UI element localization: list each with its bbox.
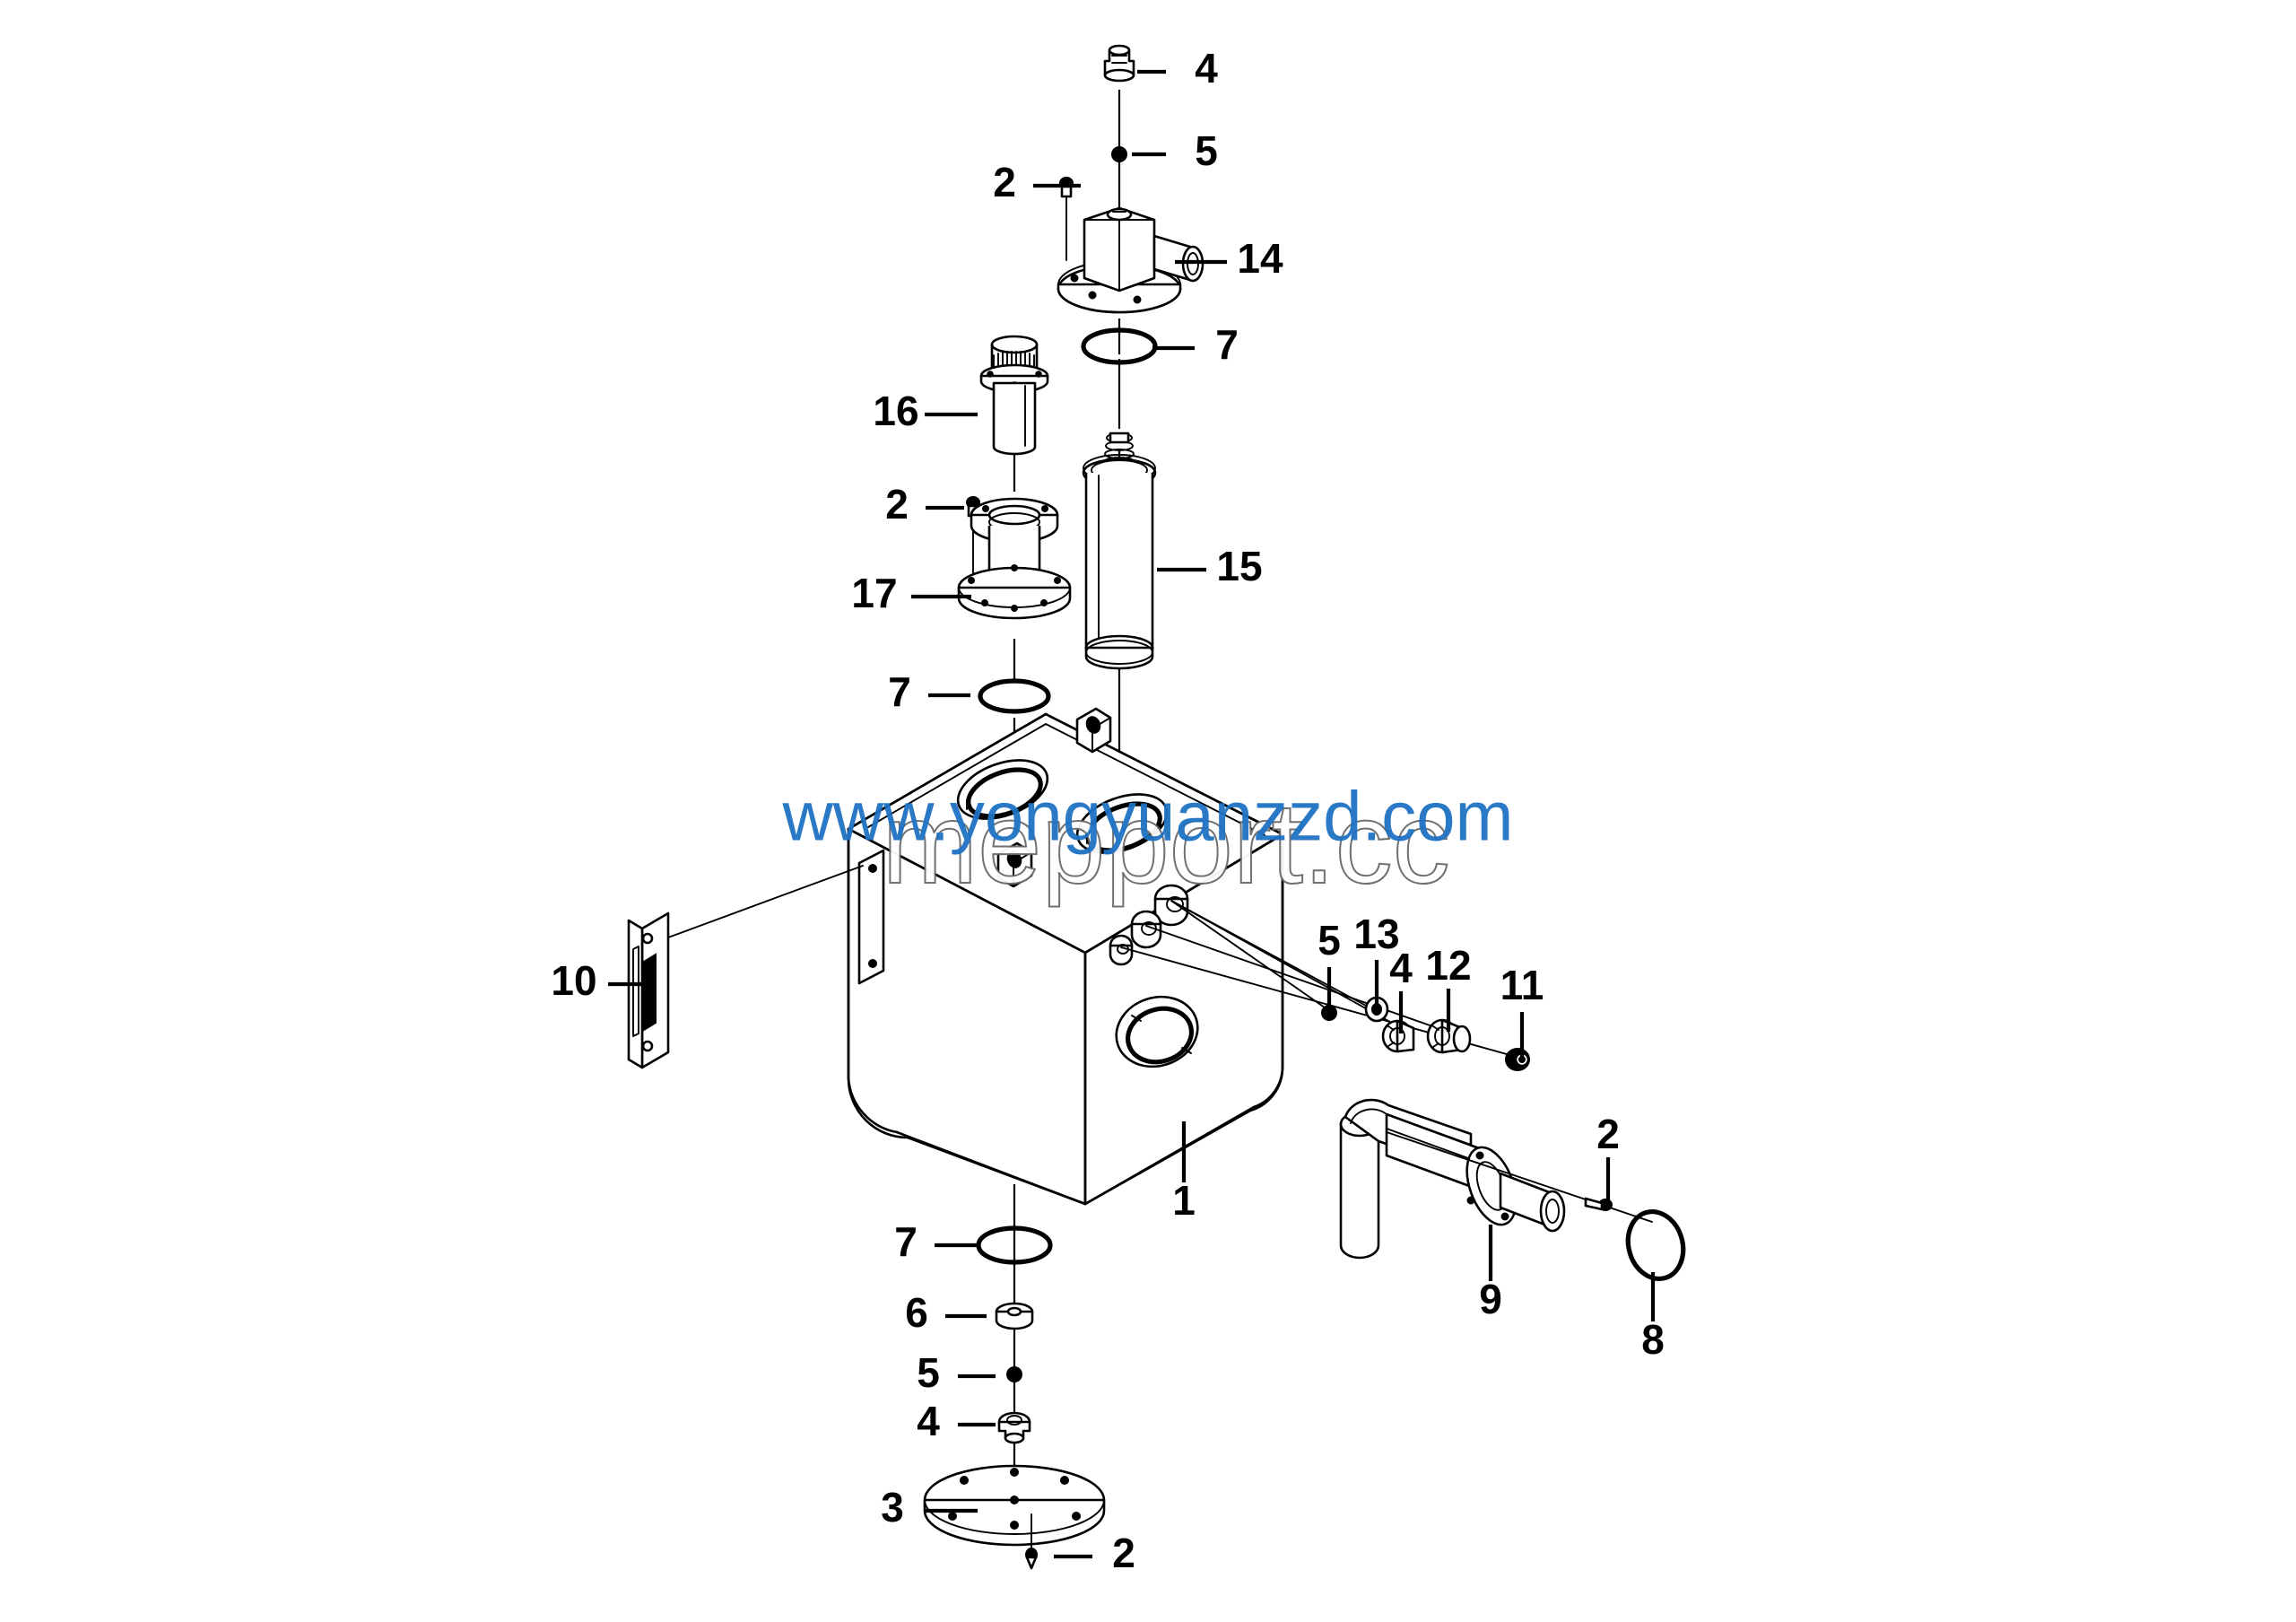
- fitting-11-socket: [1109, 934, 1134, 966]
- callout-number: 2: [993, 159, 1016, 205]
- callout-number: 6: [905, 1289, 928, 1336]
- callout-5-ball: 5: [1318, 917, 1341, 1012]
- callout-number: 4: [1195, 45, 1218, 92]
- callout-number: 2: [885, 481, 909, 528]
- callout-6-washer-spacer: 6: [905, 1289, 987, 1336]
- part-9-suction-pipe-flange: [1339, 1098, 1653, 1260]
- callout-4-plug-screw: 4: [917, 1398, 996, 1444]
- part-4-plug-screw-top: [1103, 44, 1135, 83]
- callout-4-plug-screw: 4: [1389, 945, 1413, 1033]
- callout-2-bolt: 2: [993, 159, 1081, 205]
- callout-9-suction-pipe-flange: 9: [1479, 1225, 1502, 1322]
- callout-number: 1: [1172, 1177, 1196, 1224]
- part-2-bolt-top: [1059, 177, 1074, 261]
- callout-number: 17: [851, 570, 897, 616]
- callout-11-nipple-fitting: 11: [1500, 962, 1544, 1057]
- tank-lifting-lug-front: [996, 842, 1033, 888]
- part-17-filler-neck-flange: [957, 497, 1072, 620]
- callout-10-sight-level-gauge: 10: [551, 957, 648, 1004]
- part-5-ball-drain: [1006, 1366, 1022, 1382]
- tank-sight-gauge-mount: [857, 849, 885, 985]
- part-2-bolt-right: [1584, 1197, 1613, 1211]
- callout-2-bolt: 2: [1596, 1111, 1620, 1200]
- watermark-text-0: www.yongyuanzzd.com: [781, 777, 1513, 856]
- part-3-drain-cover-plate: [923, 1464, 1106, 1547]
- callout-number: 7: [1215, 321, 1239, 368]
- tank-port-filter: [1075, 793, 1169, 854]
- watermark-text-1: mepport.cc: [882, 780, 1449, 908]
- callout-1-oil-tank-body: 1: [1172, 1121, 1196, 1224]
- callout-7-o-ring: 7: [888, 668, 970, 715]
- callout-number: 4: [917, 1398, 940, 1444]
- tank-port-filler: [956, 759, 1049, 820]
- callout-number: 5: [917, 1349, 940, 1396]
- callout-8-o-ring-cap: 8: [1641, 1272, 1665, 1363]
- callout-number: 14: [1237, 235, 1283, 282]
- callout-16-breather-filler-cap: 16: [873, 388, 978, 434]
- callout-number: 9: [1479, 1276, 1502, 1322]
- part-10-sight-level-gauge: [627, 865, 864, 1069]
- callout-number: 10: [551, 957, 596, 1004]
- callout-number: 7: [888, 668, 911, 715]
- callout-12-adapter-fitting: 12: [1425, 942, 1472, 1032]
- callout-4-plug-screw: 4: [1137, 45, 1218, 92]
- callout-7-o-ring: 7: [1152, 321, 1239, 368]
- part-16-breather-filler-cap: [979, 335, 1049, 456]
- callout-2-bolt: 2: [1054, 1530, 1135, 1576]
- part-4-plug-screw-right: [1381, 1019, 1415, 1053]
- callout-number: 12: [1425, 942, 1471, 989]
- callout-number: 13: [1353, 911, 1399, 957]
- callout-number: 2: [1112, 1530, 1135, 1576]
- part-15-filter-element: [1082, 432, 1157, 670]
- callout-number: 16: [873, 388, 918, 434]
- callout-2-bolt: 2: [885, 481, 964, 528]
- callout-13-washer: 13: [1353, 911, 1400, 1008]
- callout-5-ball: 5: [917, 1349, 996, 1396]
- part-7-o-ring-neck: [978, 678, 1051, 714]
- fitting-4-socket: [1130, 910, 1162, 949]
- callout-number: 3: [881, 1484, 904, 1530]
- part-11-nipple-fitting: [1505, 1048, 1530, 1071]
- callout-number: 4: [1389, 945, 1413, 991]
- callout-17-filler-neck-flange: 17: [851, 570, 971, 616]
- callout-number: 7: [894, 1218, 918, 1265]
- callout-number: 5: [1318, 917, 1341, 964]
- callout-number: 8: [1641, 1316, 1665, 1363]
- callout-number: 5: [1195, 127, 1218, 174]
- callout-15-filter-element: 15: [1157, 543, 1263, 589]
- part-5-ball-top: [1111, 146, 1127, 162]
- part-1-oil-tank-body: [847, 707, 1284, 1206]
- callout-14-return-filter-head: 14: [1175, 235, 1283, 282]
- part-6-washer-spacer: [995, 1302, 1034, 1330]
- part-14-return-filter-head: [1057, 206, 1205, 314]
- tank-lifting-lug-rear: [1075, 707, 1112, 754]
- part-8-o-ring-cap: [1625, 1208, 1686, 1282]
- part-4-plug-screw-drain: [997, 1411, 1031, 1444]
- callout-number: 2: [1596, 1111, 1620, 1157]
- callout-3-drain-cover-plate: 3: [881, 1484, 978, 1530]
- tank-front-port: [1115, 995, 1199, 1068]
- callout-5-ball: 5: [1132, 127, 1218, 174]
- callout-number: 11: [1500, 962, 1544, 1008]
- callout-7-o-ring: 7: [894, 1218, 979, 1265]
- part-2-bolt-bottom: [1025, 1513, 1038, 1570]
- callout-number: 15: [1216, 543, 1262, 589]
